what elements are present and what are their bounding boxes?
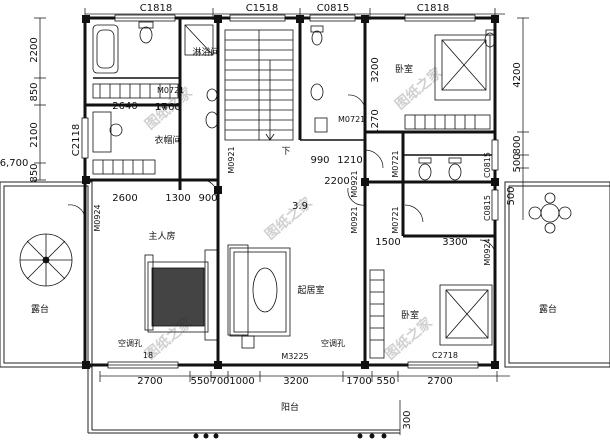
window-label-c0815-r2: C0815 [483, 195, 492, 221]
dim-bottom-1700: 1700 [346, 376, 371, 387]
door-label-m0921-a: M0921 [227, 146, 236, 173]
window-label-c1518: C1518 [246, 3, 278, 14]
dim-right-500-b: 500 [506, 186, 517, 205]
living-room-furniture [227, 244, 291, 349]
dim-1460: 1460 [155, 102, 180, 113]
door-label-m0921-b: M0921 [350, 170, 359, 197]
door-label-m0921-c: M0921 [350, 206, 359, 233]
door-label-m0924-b: M0924 [483, 238, 492, 265]
dim-1300: 1300 [165, 193, 190, 204]
dim-right-4200: 4200 [512, 62, 523, 87]
dim-bottom-2700-b: 2700 [427, 376, 452, 387]
dim-900: 900 [198, 193, 217, 204]
door-label-m0721-c: M0721 [391, 150, 400, 177]
dim-right-500-a: 500 [512, 153, 523, 172]
dim-stub-17: 17 [155, 102, 168, 113]
dim-990: 990 [310, 155, 329, 166]
dim-left-2200: 2200 [29, 37, 40, 62]
staircase [224, 29, 294, 141]
door-label-m0721-b: M0721 [338, 115, 365, 124]
dim-bottom-2700-a: 2700 [137, 376, 162, 387]
dim-3-9: 3.9 [292, 201, 308, 212]
room-label-balcony: 阳台 [281, 401, 299, 413]
window-label-c0815-top: C0815 [317, 3, 349, 14]
ac-hole-label-2: 空调孔 [321, 338, 345, 348]
dim-3300: 3300 [442, 237, 467, 248]
dim-2600: 2600 [112, 193, 137, 204]
patio-umbrella [19, 233, 73, 287]
dim-bottom-550-a: 550 [190, 376, 209, 387]
bedroom-ne-furniture [404, 34, 491, 130]
door-label-m0721-a: M0721 [157, 86, 184, 95]
room-label-master-bedroom: 主人房 [148, 230, 175, 242]
patio-table [528, 192, 572, 234]
bathroom-fixtures [92, 21, 496, 181]
columns [82, 15, 499, 369]
window-label-c0815-r1: C0815 [483, 152, 492, 178]
stair-down-label: 下 [281, 147, 290, 157]
window-label-c2718: C2718 [432, 351, 458, 360]
dim-1270: 1270 [370, 109, 381, 134]
dim-1210: 1210 [337, 155, 362, 166]
dim-bottom-3200: 3200 [283, 376, 308, 387]
window-label-c1818-a: C1818 [140, 3, 172, 14]
window-label-c1818-b: C1818 [417, 3, 449, 14]
dim-bottom-1000: 1000 [229, 376, 254, 387]
bedroom-se-furniture [369, 269, 493, 359]
terrace-outlines [0, 181, 610, 434]
master-bed [144, 249, 218, 341]
room-label-shower: 淋浴间 [192, 46, 219, 58]
dim-right-800: 800 [512, 135, 523, 154]
room-label-terrace-w: 露台 [31, 303, 49, 315]
partitions [93, 77, 495, 156]
dim-left-stub: 6,700 [0, 158, 28, 169]
dim-bottom-700: 700 [210, 376, 229, 387]
door-label-m3225: M3225 [281, 352, 308, 361]
window-label-c2718-left: 18 [143, 351, 153, 360]
room-label-bedroom-ne: 卧室 [395, 63, 413, 75]
ac-hole-label-1: 空调孔 [118, 338, 142, 348]
room-label-bedroom-se: 卧室 [401, 309, 419, 321]
room-label-terrace-e: 露台 [539, 303, 557, 315]
door-swings [67, 94, 496, 256]
dim-2200: 2200 [324, 176, 349, 187]
window-label-c2118: C2118 [71, 124, 82, 156]
dim-bottom-300: 300 [402, 410, 413, 429]
door-label-m0924-a: M0924 [93, 204, 102, 231]
dim-1500: 1500 [375, 237, 400, 248]
dim-2640: 2640 [112, 101, 137, 112]
closet-furniture [92, 83, 179, 175]
room-label-closet: 衣帽间 [154, 134, 181, 146]
dim-3200: 3200 [370, 57, 381, 82]
room-label-living-room: 起居室 [297, 284, 324, 296]
walls [83, 16, 497, 367]
windows [81, 14, 499, 369]
balustrade [193, 433, 387, 439]
dim-left-850-b: 850 [29, 163, 40, 182]
watermark-2: 图纸之家 [262, 193, 317, 243]
dim-left-850-a: 850 [29, 82, 40, 101]
door-label-m0721-d: M0721 [391, 206, 400, 233]
dim-bottom-550-b: 550 [376, 376, 395, 387]
dim-left-2100: 2100 [29, 122, 40, 147]
